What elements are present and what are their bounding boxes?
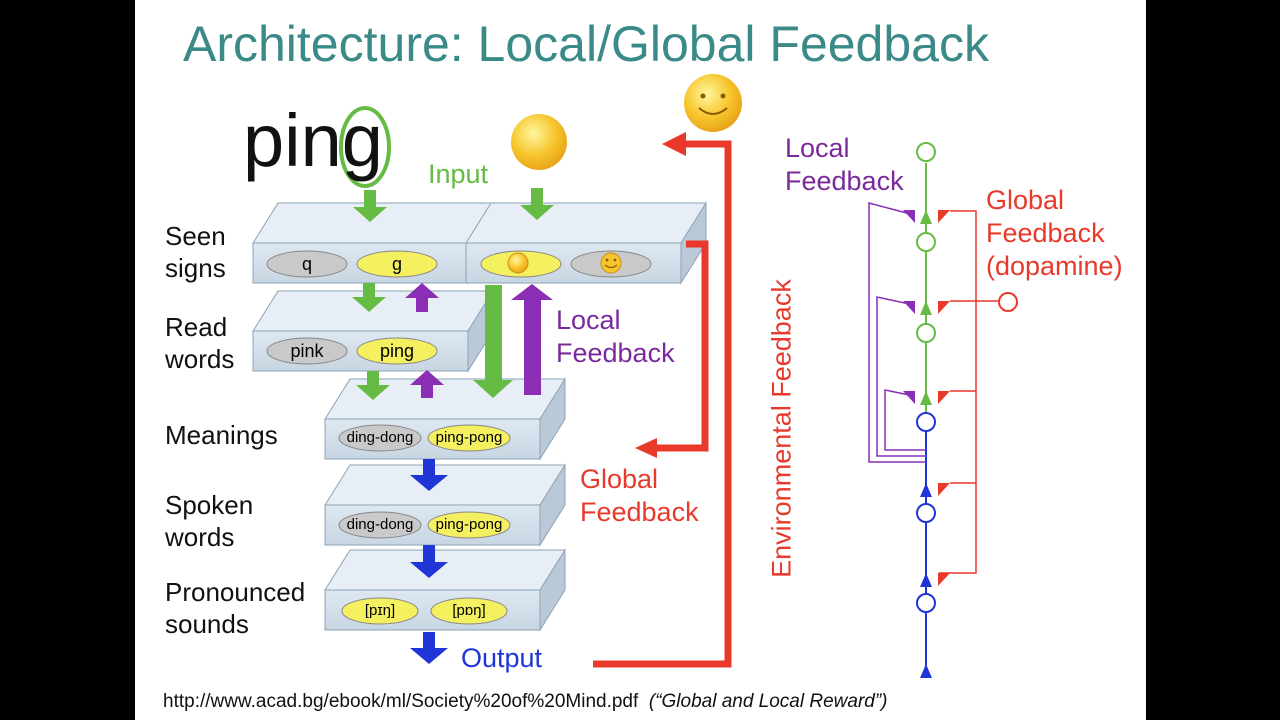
neuron-chain [868,142,1018,678]
environmental-feedback-label: Environmental Feedback [766,279,797,578]
source-url[interactable]: http://www.acad.bg/ebook/ml/Society%20of… [163,691,639,712]
smiley-large-icon [684,74,742,132]
environmental-feedback-loop [593,140,732,668]
sun-large-icon [511,114,567,170]
label-q: q [301,254,312,274]
node-meaning-ping-pong [427,424,511,452]
source-note: (“Global and Local Reward”) [648,691,888,712]
purple-arrow-2 [410,370,444,398]
slide: Architecture: Local/Global Feedback ping… [135,0,1146,720]
slide-title: Architecture: Local/Global Feedback [183,16,989,72]
input-label: Input [428,159,489,189]
label-meaning-ping-pong: ping-pong [435,429,503,446]
input-arrow-sun [520,188,554,220]
letter-g-highlight [339,106,391,188]
smiley-small-icon [600,252,622,274]
green-arrow-1 [352,283,386,312]
node-ping [356,337,438,365]
global-feedback-arrowhead [635,438,657,458]
node-sound-ping [341,597,419,625]
blue-arrow-2 [410,545,448,578]
environmental-feedback-arrowhead [662,132,686,156]
node-q [266,250,348,278]
label-sound-pong: [pɒŋ] [452,602,486,619]
source-citation: http://www.acad.bg/ebook/ml/Society%20of… [163,692,888,711]
output-label: Output [461,643,543,673]
label-meaning-ding-dong: ding-dong [346,429,414,446]
node-pink [266,337,348,365]
node-g [356,250,438,278]
node-spoken-ding-dong [338,511,422,539]
green-arrow-2 [356,371,390,400]
purple-arrow-long [511,284,553,395]
global-feedback-bracket [655,240,709,452]
label-pink: pink [290,341,324,361]
node-sound-pong [430,597,508,625]
output-arrow [410,632,448,664]
label-ping: ping [379,341,415,361]
label-spoken-ding-dong: ding-dong [346,516,414,533]
label-sound-ping: [pɪŋ] [364,602,396,619]
layer-label-meanings: Meanings [165,420,278,450]
green-arrow-long [473,285,513,398]
node-meaning-ding-dong [338,424,422,452]
sun-icon [507,252,529,274]
label-g: g [391,254,402,274]
label-spoken-ping-pong: ping-pong [435,516,503,533]
input-arrow-signs [353,190,387,222]
stimulus-word: ping [243,99,383,182]
diagram-graphics [252,74,1018,678]
node-spoken-ping-pong [427,511,511,539]
blue-arrow-1 [410,459,448,491]
purple-arrow-1 [405,283,439,312]
